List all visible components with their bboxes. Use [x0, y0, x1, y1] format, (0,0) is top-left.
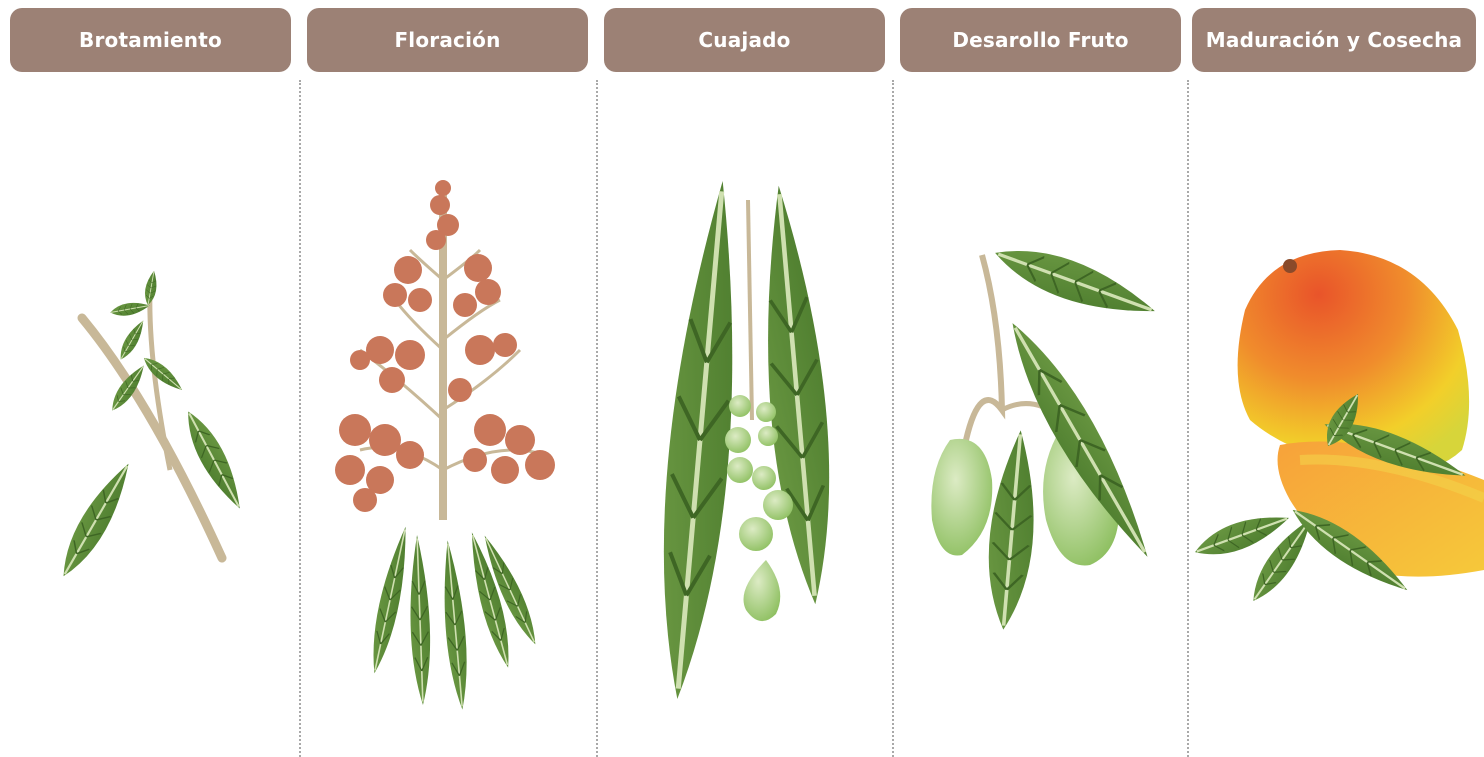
- stage-header-desarollo-fruto: Desarollo Fruto: [900, 8, 1181, 72]
- illustrations: [0, 80, 1484, 757]
- stage-label: Brotamiento: [79, 28, 222, 52]
- stage-header-brotamiento: Brotamiento: [10, 8, 291, 72]
- fruit-development-icon: [931, 235, 1164, 632]
- ripe-mango-icon: [1191, 250, 1484, 608]
- stage-label: Cuajado: [698, 28, 790, 52]
- fruit-set-icon: [647, 178, 842, 701]
- stage-label: Floración: [394, 28, 500, 52]
- stage-header-floracion: Floración: [307, 8, 588, 72]
- stage-header-maduracion: Maduración y Cosecha: [1192, 8, 1476, 72]
- stage-header-cuajado: Cuajado: [604, 8, 885, 72]
- flower-panicle-icon: [335, 180, 555, 711]
- sprout-icon: [52, 270, 250, 583]
- stage-label: Desarollo Fruto: [952, 28, 1128, 52]
- stage-label: Maduración y Cosecha: [1206, 28, 1462, 52]
